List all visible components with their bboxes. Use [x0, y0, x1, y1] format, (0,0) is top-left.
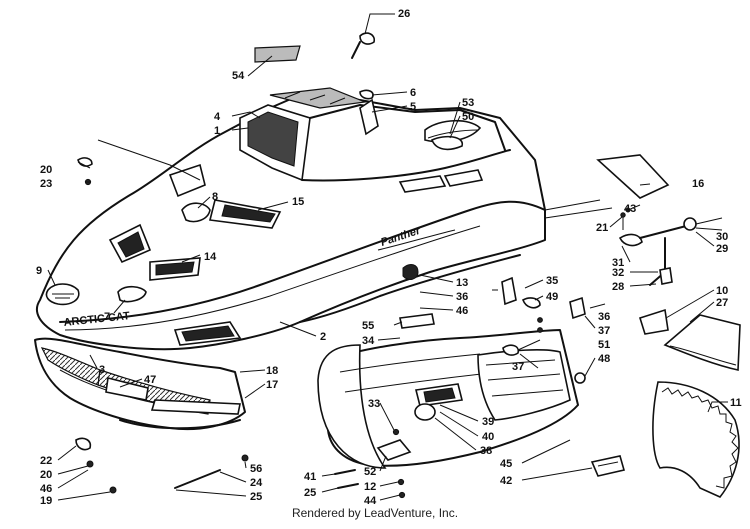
callout-46-upper: 46: [456, 305, 468, 317]
callout-17: 17: [266, 379, 278, 391]
callout-9: 9: [36, 265, 42, 277]
callout-1: 1: [214, 125, 220, 137]
callout-42: 42: [500, 475, 512, 487]
callout-56: 56: [250, 463, 262, 475]
callout-36-right: 36: [598, 311, 610, 323]
hood-model-text: ARCTIC CAT: [63, 310, 131, 329]
callout-30: 30: [716, 231, 728, 243]
callout-19: 19: [40, 495, 52, 507]
callout-14: 14: [204, 251, 217, 263]
callout-50: 50: [462, 111, 474, 123]
side-parts: [75, 32, 741, 499]
callout-33: 33: [368, 398, 380, 410]
callout-27: 27: [716, 297, 728, 309]
callout-34: 34: [362, 335, 375, 347]
callout-10: 10: [716, 285, 728, 297]
callout-12: 12: [364, 481, 376, 493]
callout-46-lower: 46: [40, 483, 52, 495]
callout-4: 4: [214, 111, 221, 123]
callout-26: 26: [398, 8, 410, 20]
callout-8: 8: [212, 191, 218, 203]
callout-36-left: 36: [456, 291, 468, 303]
callout-43: 43: [624, 203, 636, 215]
leader-lines: [47, 13, 728, 501]
callout-51: 51: [598, 339, 610, 351]
render-credit: Rendered by LeadVenture, Inc.: [291, 506, 459, 520]
callout-29: 29: [716, 243, 728, 255]
callout-52: 52: [364, 466, 376, 478]
callout-3: 3: [99, 364, 105, 376]
callout-32: 32: [612, 267, 624, 279]
belly-pan: [317, 276, 626, 477]
callout-15: 15: [292, 196, 304, 208]
callout-11: 11: [730, 397, 742, 409]
callout-18: 18: [266, 365, 278, 377]
callout-54: 54: [232, 70, 245, 82]
callout-53: 53: [462, 97, 474, 109]
callout-45: 45: [500, 458, 512, 470]
front-bumper: [34, 337, 246, 431]
callout-31: 31: [612, 257, 624, 269]
callout-47: 47: [144, 374, 156, 386]
callout-55: 55: [362, 320, 374, 332]
callout-48: 48: [598, 353, 610, 365]
callout-25-right: 25: [304, 487, 316, 499]
hood-body: [35, 94, 546, 351]
callout-40: 40: [482, 431, 494, 443]
callout-25-left: 25: [250, 491, 262, 503]
callout-24: 24: [250, 477, 263, 489]
hood-assembly: Panther ARCTIC CAT: [35, 87, 546, 351]
hood-script-text: Panther: [379, 225, 422, 249]
callout-labels: 26 54 4 1 6 5 53 50 20 23 8 15 9 14 7 2 …: [36, 8, 742, 507]
callout-49: 49: [546, 291, 558, 303]
callout-2: 2: [320, 331, 326, 343]
callout-6: 6: [410, 87, 416, 99]
callout-39: 39: [482, 416, 494, 428]
callout-41: 41: [304, 471, 316, 483]
callout-7: 7: [104, 311, 110, 323]
callout-13: 13: [456, 277, 468, 289]
callout-21: 21: [596, 222, 608, 234]
callout-37-right: 37: [598, 325, 610, 337]
callout-5: 5: [410, 101, 416, 113]
callout-38: 38: [480, 445, 492, 457]
callout-20-lower: 20: [40, 469, 52, 481]
callout-20-upper: 20: [40, 164, 52, 176]
callout-22: 22: [40, 455, 52, 467]
callout-44: 44: [364, 495, 377, 507]
callout-16: 16: [692, 178, 704, 190]
callout-37-lower: 37: [512, 361, 524, 373]
callout-35: 35: [546, 275, 558, 287]
callout-28: 28: [612, 281, 624, 293]
callout-23: 23: [40, 178, 52, 190]
